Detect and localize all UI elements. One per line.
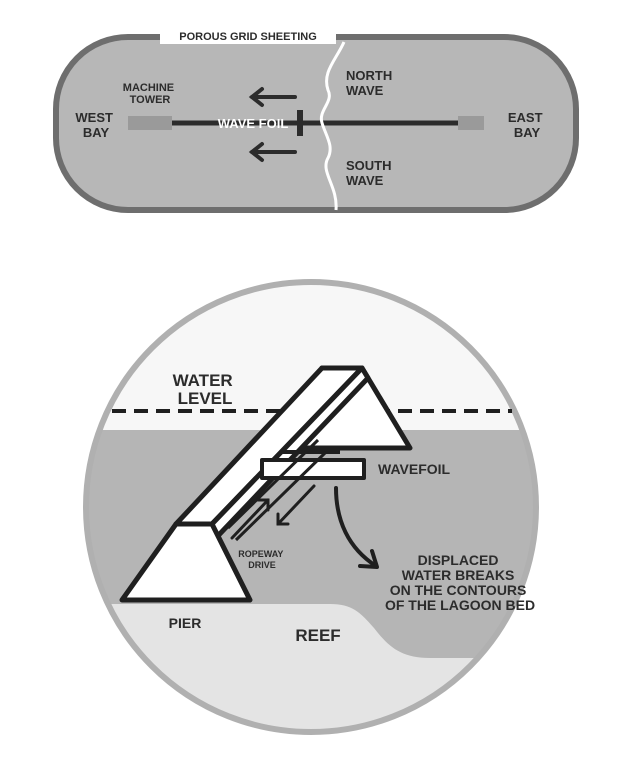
west-machine-tower xyxy=(128,116,172,130)
water-level-label: WATER LEVEL xyxy=(173,371,238,408)
wave-foil-label: WAVE FOIL xyxy=(218,116,289,131)
west-bay-label: WEST BAY xyxy=(75,110,116,140)
wavefoil-plate xyxy=(260,450,366,480)
displaced-water-arrow-icon xyxy=(334,486,379,569)
top-view-diagram: POROUS GRID SHEETING WEST BAY EAST BAY M… xyxy=(53,26,579,213)
porous-grid-label: POROUS GRID SHEETING xyxy=(179,31,317,43)
east-machine-tower xyxy=(458,116,484,130)
section-circle-outline xyxy=(83,279,539,735)
pier-label: PIER xyxy=(169,615,202,631)
reef-label: REEF xyxy=(295,626,340,645)
south-wave-label: SOUTH WAVE xyxy=(346,158,395,188)
wave-foil-carriage xyxy=(297,110,303,136)
arrow-left-icon xyxy=(248,142,297,162)
wave-front-line xyxy=(319,41,346,211)
wavefoil-label: WAVEFOIL xyxy=(378,461,451,477)
arrow-left-icon xyxy=(248,87,297,107)
east-bay-label: EAST BAY xyxy=(508,110,546,140)
ropeway-down-arrow-icon xyxy=(276,484,316,526)
north-wave-label: NORTH WAVE xyxy=(346,68,396,98)
cross-section-diagram: WATER LEVEL WAVEFOIL ROPEWAY DRIVE DISPL… xyxy=(83,279,539,735)
machine-tower-label: MACHINE TOWER xyxy=(123,82,177,106)
displaced-water-label: DISPLACED WATER BREAKS ON THE CONTOURS O… xyxy=(385,552,535,613)
ropeway-up-arrow-icon xyxy=(230,498,270,540)
ropeway-cables xyxy=(226,438,328,542)
ropeway-drive-label: ROPEWAY DRIVE xyxy=(238,549,286,570)
